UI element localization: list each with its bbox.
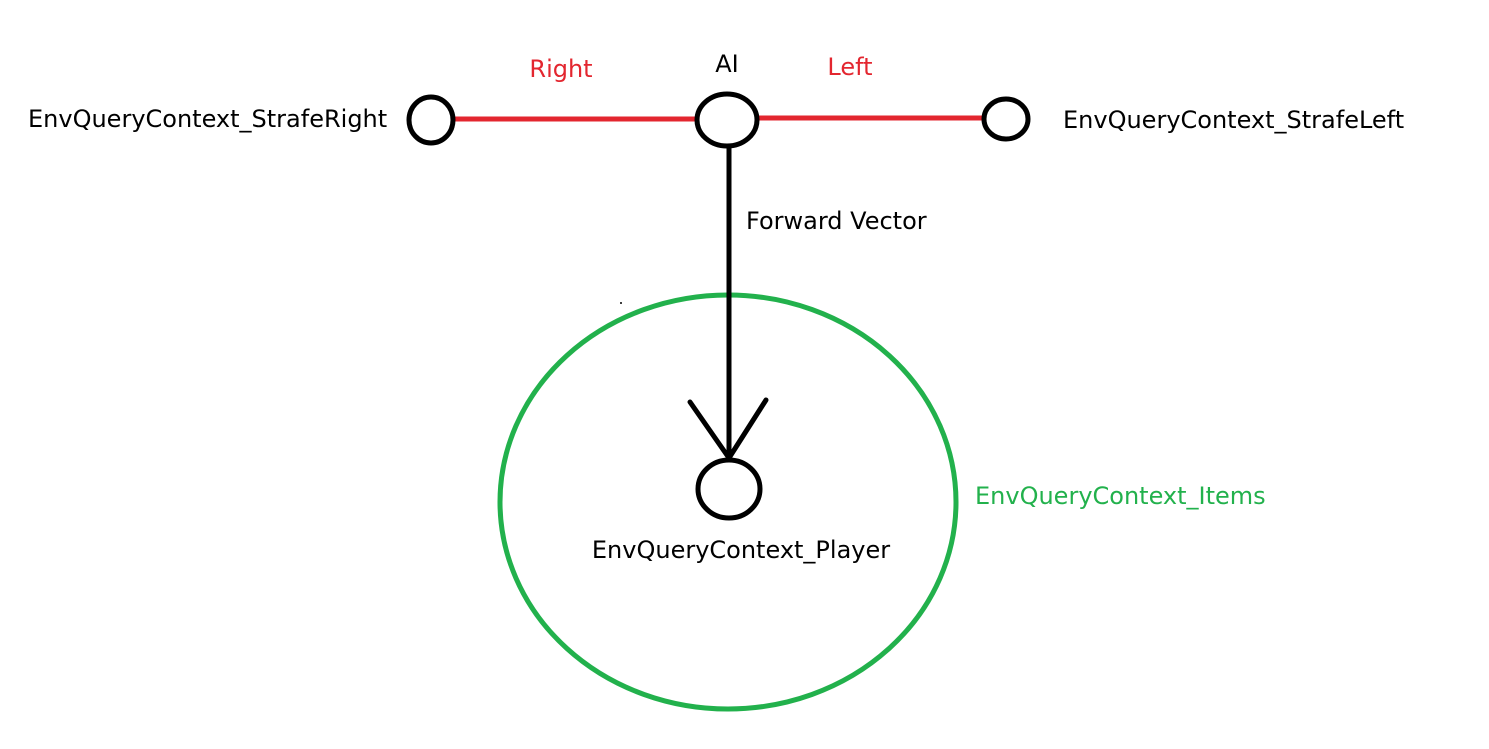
items-label: EnvQueryContext_Items — [975, 482, 1266, 510]
player-label: EnvQueryContext_Player — [592, 536, 890, 564]
left-label: Left — [827, 53, 872, 81]
right-label: Right — [529, 55, 592, 83]
strafe-right-label: EnvQueryContext_StrafeRight — [28, 105, 387, 133]
player-node — [695, 457, 763, 521]
strafe-right-node — [406, 94, 456, 146]
forward-vector-label: Forward Vector — [746, 207, 927, 235]
ai-node — [694, 91, 760, 149]
strafe-left-label: EnvQueryContext_StrafeLeft — [1063, 106, 1404, 134]
strafe-left-node — [981, 96, 1031, 142]
ai-label: AI — [715, 50, 739, 78]
stray-dot — [620, 302, 622, 304]
